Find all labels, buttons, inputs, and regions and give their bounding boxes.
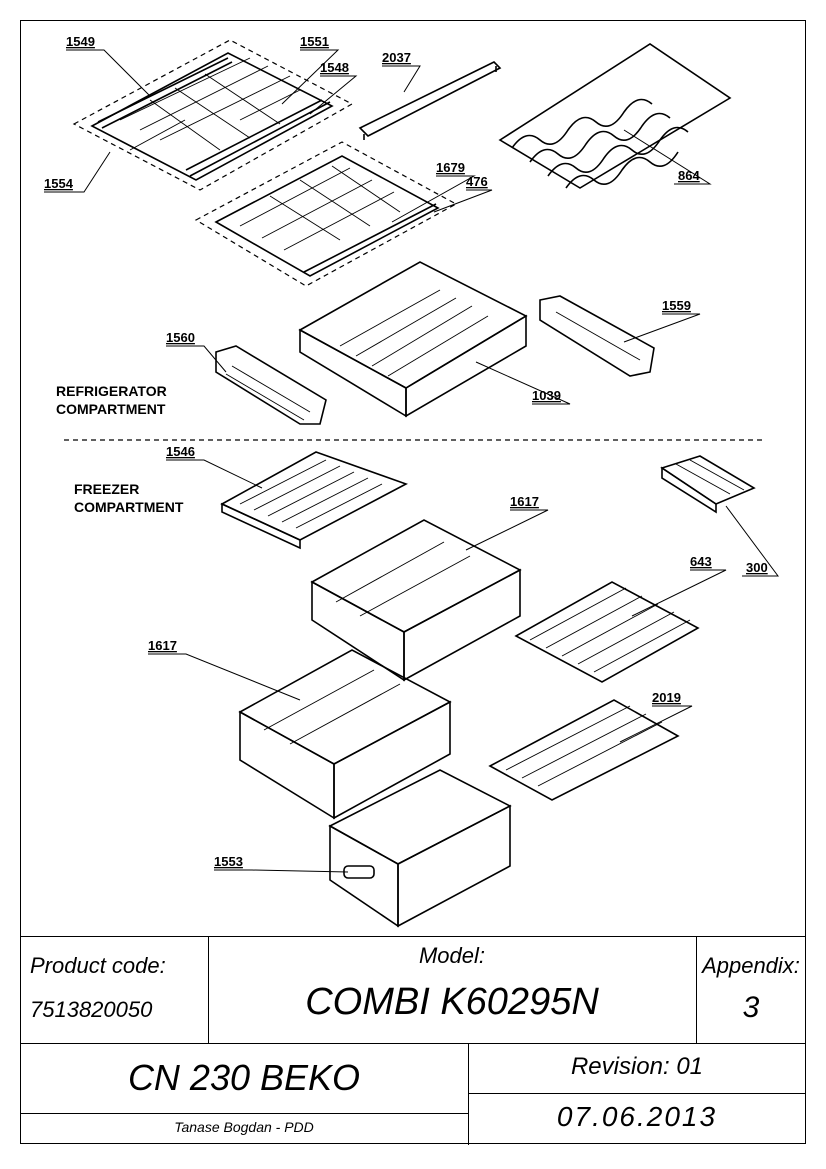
part-label: 1559 bbox=[662, 298, 691, 313]
author: Tanase Bogdan - PDD bbox=[174, 1119, 314, 1135]
refrigerator-label-line2: COMPARTMENT bbox=[56, 401, 166, 417]
freezer-drawer-1617-upper bbox=[310, 519, 522, 682]
series-name: CN 230 BEKO bbox=[127, 1057, 361, 1098]
freezer-label-line2: COMPARTMENT bbox=[74, 499, 184, 515]
part-label: 1617 bbox=[510, 494, 539, 509]
part-label: 2037 bbox=[382, 50, 411, 65]
part-label: 1679 bbox=[436, 160, 465, 175]
product-code-value: 7513820050 bbox=[30, 997, 153, 1022]
appendix-value: 3 bbox=[742, 991, 760, 1024]
title-block: Product code: 7513820050 Model: COMBI K6… bbox=[20, 936, 806, 1145]
part-label: 643 bbox=[690, 554, 712, 569]
shelf-trim-2037 bbox=[358, 61, 502, 140]
model-value: COMBI K60295N bbox=[305, 981, 599, 1023]
glass-shelf-1679 bbox=[194, 141, 458, 287]
refrigerator-label-line1: REFRIGERATOR bbox=[56, 383, 167, 399]
freezer-shelf-1546 bbox=[220, 451, 408, 550]
wire-shelf-2019 bbox=[488, 699, 680, 801]
wine-rack-864 bbox=[498, 43, 732, 189]
freezer-drawer-1553 bbox=[328, 769, 512, 928]
part-label: 1560 bbox=[166, 330, 195, 345]
revision: Revision: 01 bbox=[570, 1053, 704, 1080]
part-label: 1039 bbox=[532, 388, 561, 403]
part-label: 1551 bbox=[300, 34, 329, 49]
part-label: 1617 bbox=[148, 638, 177, 653]
date: 07.06.2013 bbox=[556, 1101, 718, 1132]
wire-shelf-643 bbox=[514, 581, 700, 683]
appendix-label: Appendix: bbox=[702, 953, 800, 978]
glass-shelf-1554 bbox=[72, 39, 354, 191]
part-label: 1549 bbox=[66, 34, 95, 49]
drawing-frame bbox=[20, 20, 806, 1144]
product-code-label: Product code: bbox=[30, 953, 166, 978]
part-label: 1546 bbox=[166, 444, 195, 459]
part-label: 1553 bbox=[214, 854, 243, 869]
freezer-label-line1: FREEZER bbox=[74, 481, 139, 497]
part-label: 476 bbox=[466, 174, 488, 189]
crisper-drawer-1039 bbox=[298, 261, 528, 418]
part-label: 300 bbox=[746, 560, 768, 575]
part-label: 864 bbox=[678, 168, 700, 183]
rail-1559 bbox=[539, 295, 655, 377]
part-label: 1548 bbox=[320, 60, 349, 75]
ice-tray-300 bbox=[660, 455, 756, 514]
part-label: 2019 bbox=[652, 690, 681, 705]
model-label: Model: bbox=[418, 943, 486, 968]
leader-lines bbox=[44, 49, 779, 873]
rail-1560 bbox=[215, 345, 327, 425]
part-label: 1554 bbox=[44, 176, 74, 191]
part-labels: 1549 1551 1548 1554 2037 1679 476 864 15… bbox=[44, 34, 768, 869]
freezer-drawer-1617-lower bbox=[238, 649, 452, 820]
